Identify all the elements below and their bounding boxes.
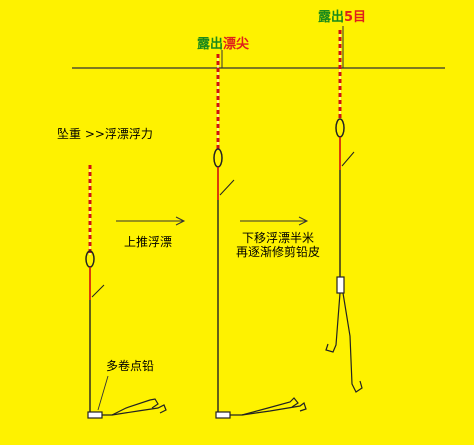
lead-sinker-right — [336, 276, 345, 294]
lead-sinker-middle — [215, 411, 231, 419]
middle-title-prefix: 露出 — [197, 37, 224, 52]
float-body-middle — [213, 148, 223, 168]
rig-right — [325, 30, 363, 393]
rig-left — [85, 165, 167, 419]
right-title-prefix: 露出 — [318, 10, 345, 25]
float-tick-left — [91, 284, 105, 298]
weight-step-label: 坠重 >>浮漂浮力 — [57, 127, 153, 141]
float-tick-right — [341, 151, 355, 167]
middle-rig-title: 露出漂尖 — [197, 38, 249, 51]
move-down-label-line2: 再逐渐修剪铅皮 — [236, 245, 321, 259]
arrow-right-2 — [240, 216, 309, 226]
more-lead-pointer — [97, 375, 109, 411]
lead-sinker-left — [87, 411, 103, 419]
rig-middle — [213, 54, 307, 419]
right-rig-title: 露出5目 — [318, 11, 366, 24]
right-title-highlight: 5目 — [344, 10, 367, 25]
more-lead-label: 多卷点铅 — [106, 359, 155, 373]
push-up-label: 上推浮漂 — [124, 235, 173, 249]
move-down-label-line1: 下移浮漂半米 — [242, 231, 315, 245]
middle-title-highlight: 漂尖 — [223, 37, 250, 52]
float-body-right — [335, 118, 345, 138]
float-tick-middle — [219, 179, 235, 196]
arrow-right-1 — [116, 216, 186, 226]
hook-line-right — [325, 292, 341, 353]
